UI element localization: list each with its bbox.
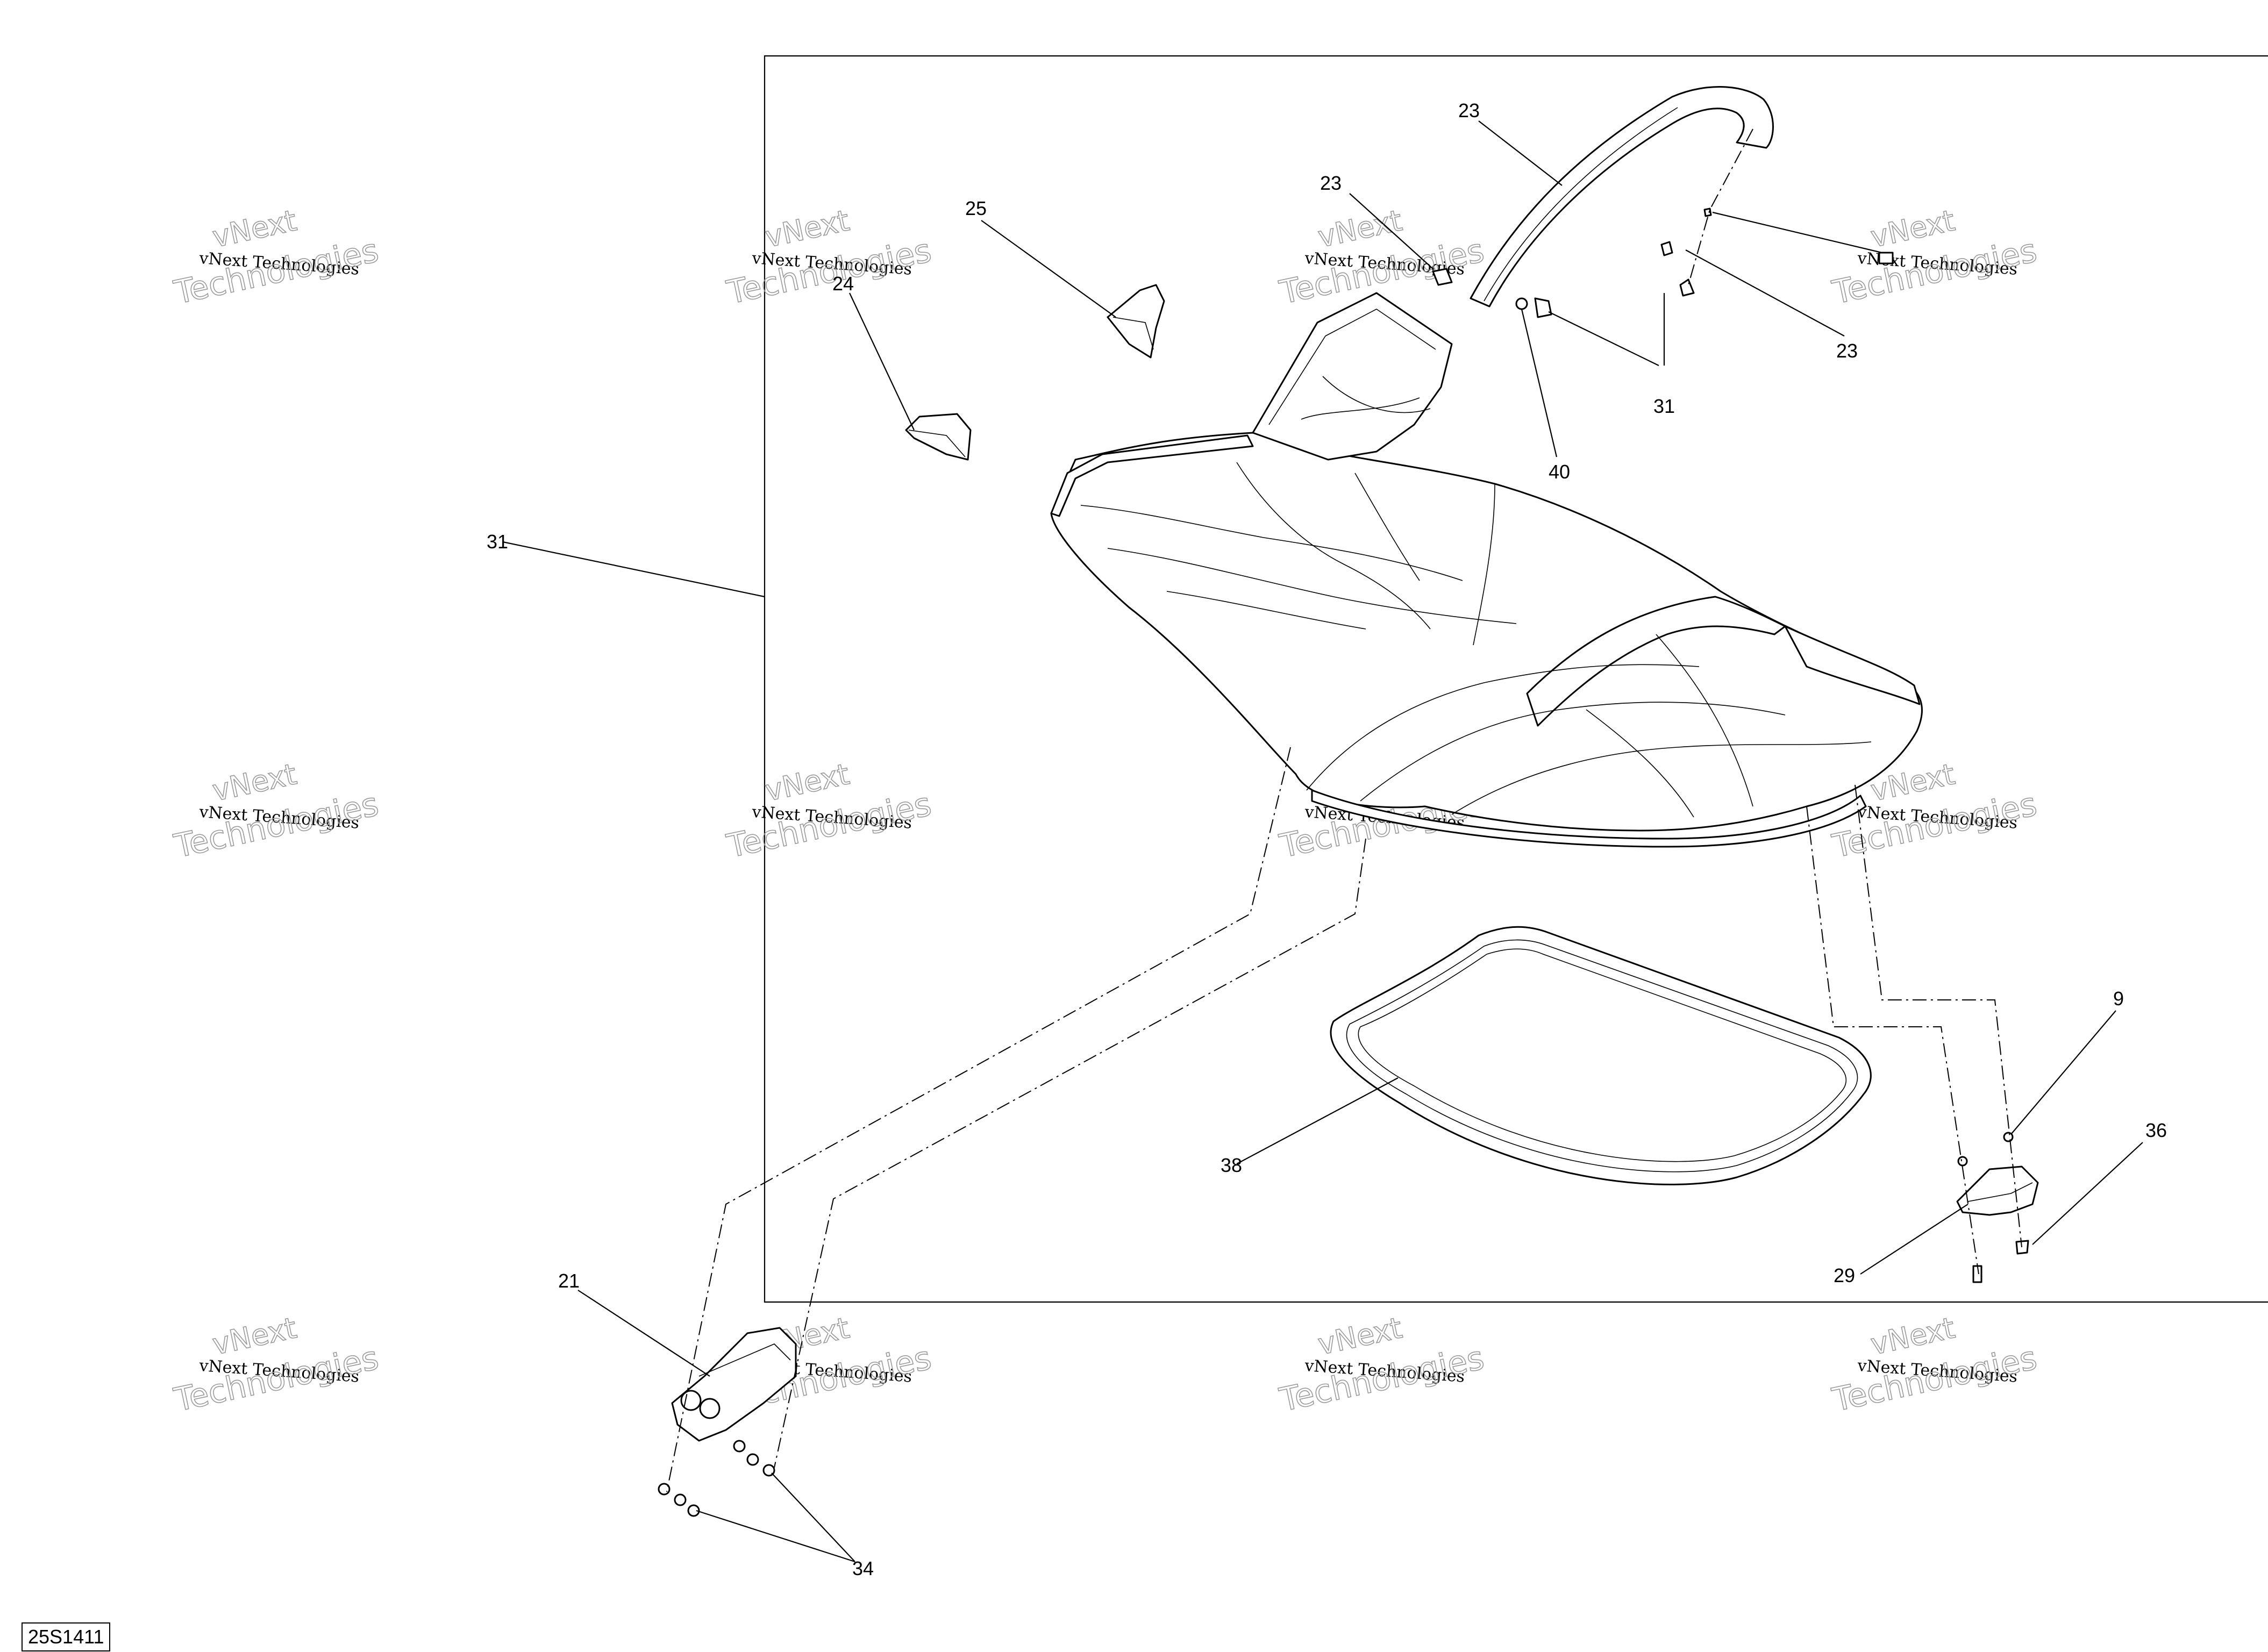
- reference-code: 25S1411: [22, 1622, 111, 1651]
- callout-label: 29: [1834, 1264, 1855, 1286]
- grab-handle-strap: [1470, 86, 1774, 307]
- watermark-vnext: vNext: [1868, 203, 1958, 254]
- callout-label: 34: [852, 1557, 874, 1579]
- watermark-vnext: vNext: [210, 1311, 299, 1361]
- watermark-vnext: vNext: [1315, 1311, 1405, 1361]
- seat-latch-29: [1956, 1132, 2039, 1283]
- assembly-frame: [764, 55, 2268, 1303]
- callout-label: 24: [832, 273, 854, 295]
- callout-label: 31: [487, 531, 508, 553]
- watermark-technologies: Technologies: [724, 785, 935, 866]
- callout-label: 21: [558, 1270, 580, 1292]
- trim-cover-24: [905, 413, 972, 461]
- watermark-technologies: Technologies: [171, 785, 382, 866]
- callout-label: 25: [965, 197, 987, 219]
- watermark-vnext: vNext: [210, 203, 299, 254]
- watermark-vnext: vNext: [1868, 1311, 1958, 1361]
- callout-label: 23: [1458, 99, 1480, 121]
- watermark-vnext: vNext: [210, 757, 299, 807]
- callout-label: 36: [2145, 1119, 2167, 1141]
- leader-31-frame: [502, 541, 765, 598]
- watermark-vnext: vNext: [1315, 203, 1405, 254]
- callout-label: 38: [1221, 1154, 1242, 1176]
- callout-label: 40: [1549, 461, 1570, 483]
- assembly-line-29-left: [1806, 806, 1979, 1275]
- assembly-line-strap: [1688, 128, 1753, 285]
- watermark-technologies: Technologies: [724, 232, 935, 312]
- assembly-line-21-left: [666, 747, 1291, 1492]
- callout-label: 9: [2113, 988, 2124, 1010]
- callout-label: 23: [1320, 172, 1342, 194]
- watermark-technologies: Technologies: [171, 1339, 382, 1419]
- callout-label: 31: [1653, 395, 1675, 417]
- assembly-line-21-right: [774, 838, 1366, 1468]
- watermark-vnext: vNext: [762, 757, 852, 807]
- callout-layer: 23 23 23 25 24 31 31 40 9 36 38 29 21 34: [487, 99, 2167, 1579]
- callout-label: 23: [1836, 340, 1858, 362]
- seat-body: [1050, 292, 1923, 848]
- watermark-technologies: Technologies: [171, 232, 382, 312]
- strap-fasteners: [1432, 208, 1894, 318]
- watermark-technologies: Technologies: [1276, 1339, 1488, 1419]
- assembly-line-29-right: [1855, 784, 2022, 1248]
- seat-bracket-21: [658, 1327, 797, 1517]
- watermark-technologies: Technologies: [1829, 1339, 2041, 1419]
- watermark-technologies: Technologies: [1829, 232, 2041, 312]
- seat-seal-gasket: [1330, 926, 1872, 1185]
- leader-lines: [577, 120, 2143, 1563]
- watermark-vnext: vNext: [762, 203, 852, 254]
- trim-cover-25: [1107, 284, 1165, 359]
